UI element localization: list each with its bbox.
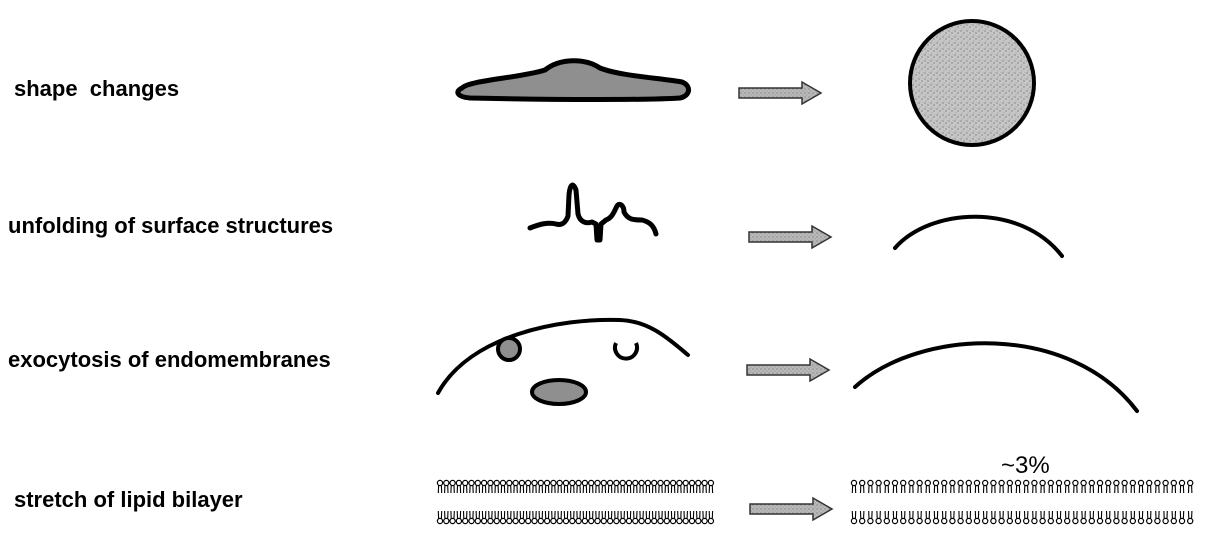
row-label-unfolding: unfolding of surface structures — [8, 213, 333, 238]
arrow-row-2 — [749, 226, 831, 248]
folded-surface-shape — [530, 185, 656, 240]
row-label-shape-changes: shape changes — [14, 76, 179, 101]
row-label-exocytosis: exocytosis of endomembranes — [8, 347, 331, 372]
unfolded-surface-arc — [895, 217, 1062, 256]
arrow-row-1 — [739, 82, 821, 104]
row-label-stretch: stretch of lipid bilayer — [14, 487, 243, 512]
membrane-with-vesicles — [438, 320, 688, 404]
endomembrane-ellipse — [532, 380, 586, 404]
fusing-vesicle — [615, 343, 637, 359]
lipid-bilayer-normal — [437, 480, 713, 523]
stretch-percent-label: ~3% — [1001, 452, 1050, 479]
rounded-cell-shape — [910, 21, 1034, 145]
expanded-membrane-arc — [855, 343, 1137, 411]
arrow-row-3 — [747, 359, 829, 381]
lipid-bilayer-stretched — [851, 480, 1192, 523]
arrow-row-4 — [750, 498, 832, 520]
vesicle-round — [498, 338, 520, 360]
flat-cell-shape — [458, 61, 689, 100]
